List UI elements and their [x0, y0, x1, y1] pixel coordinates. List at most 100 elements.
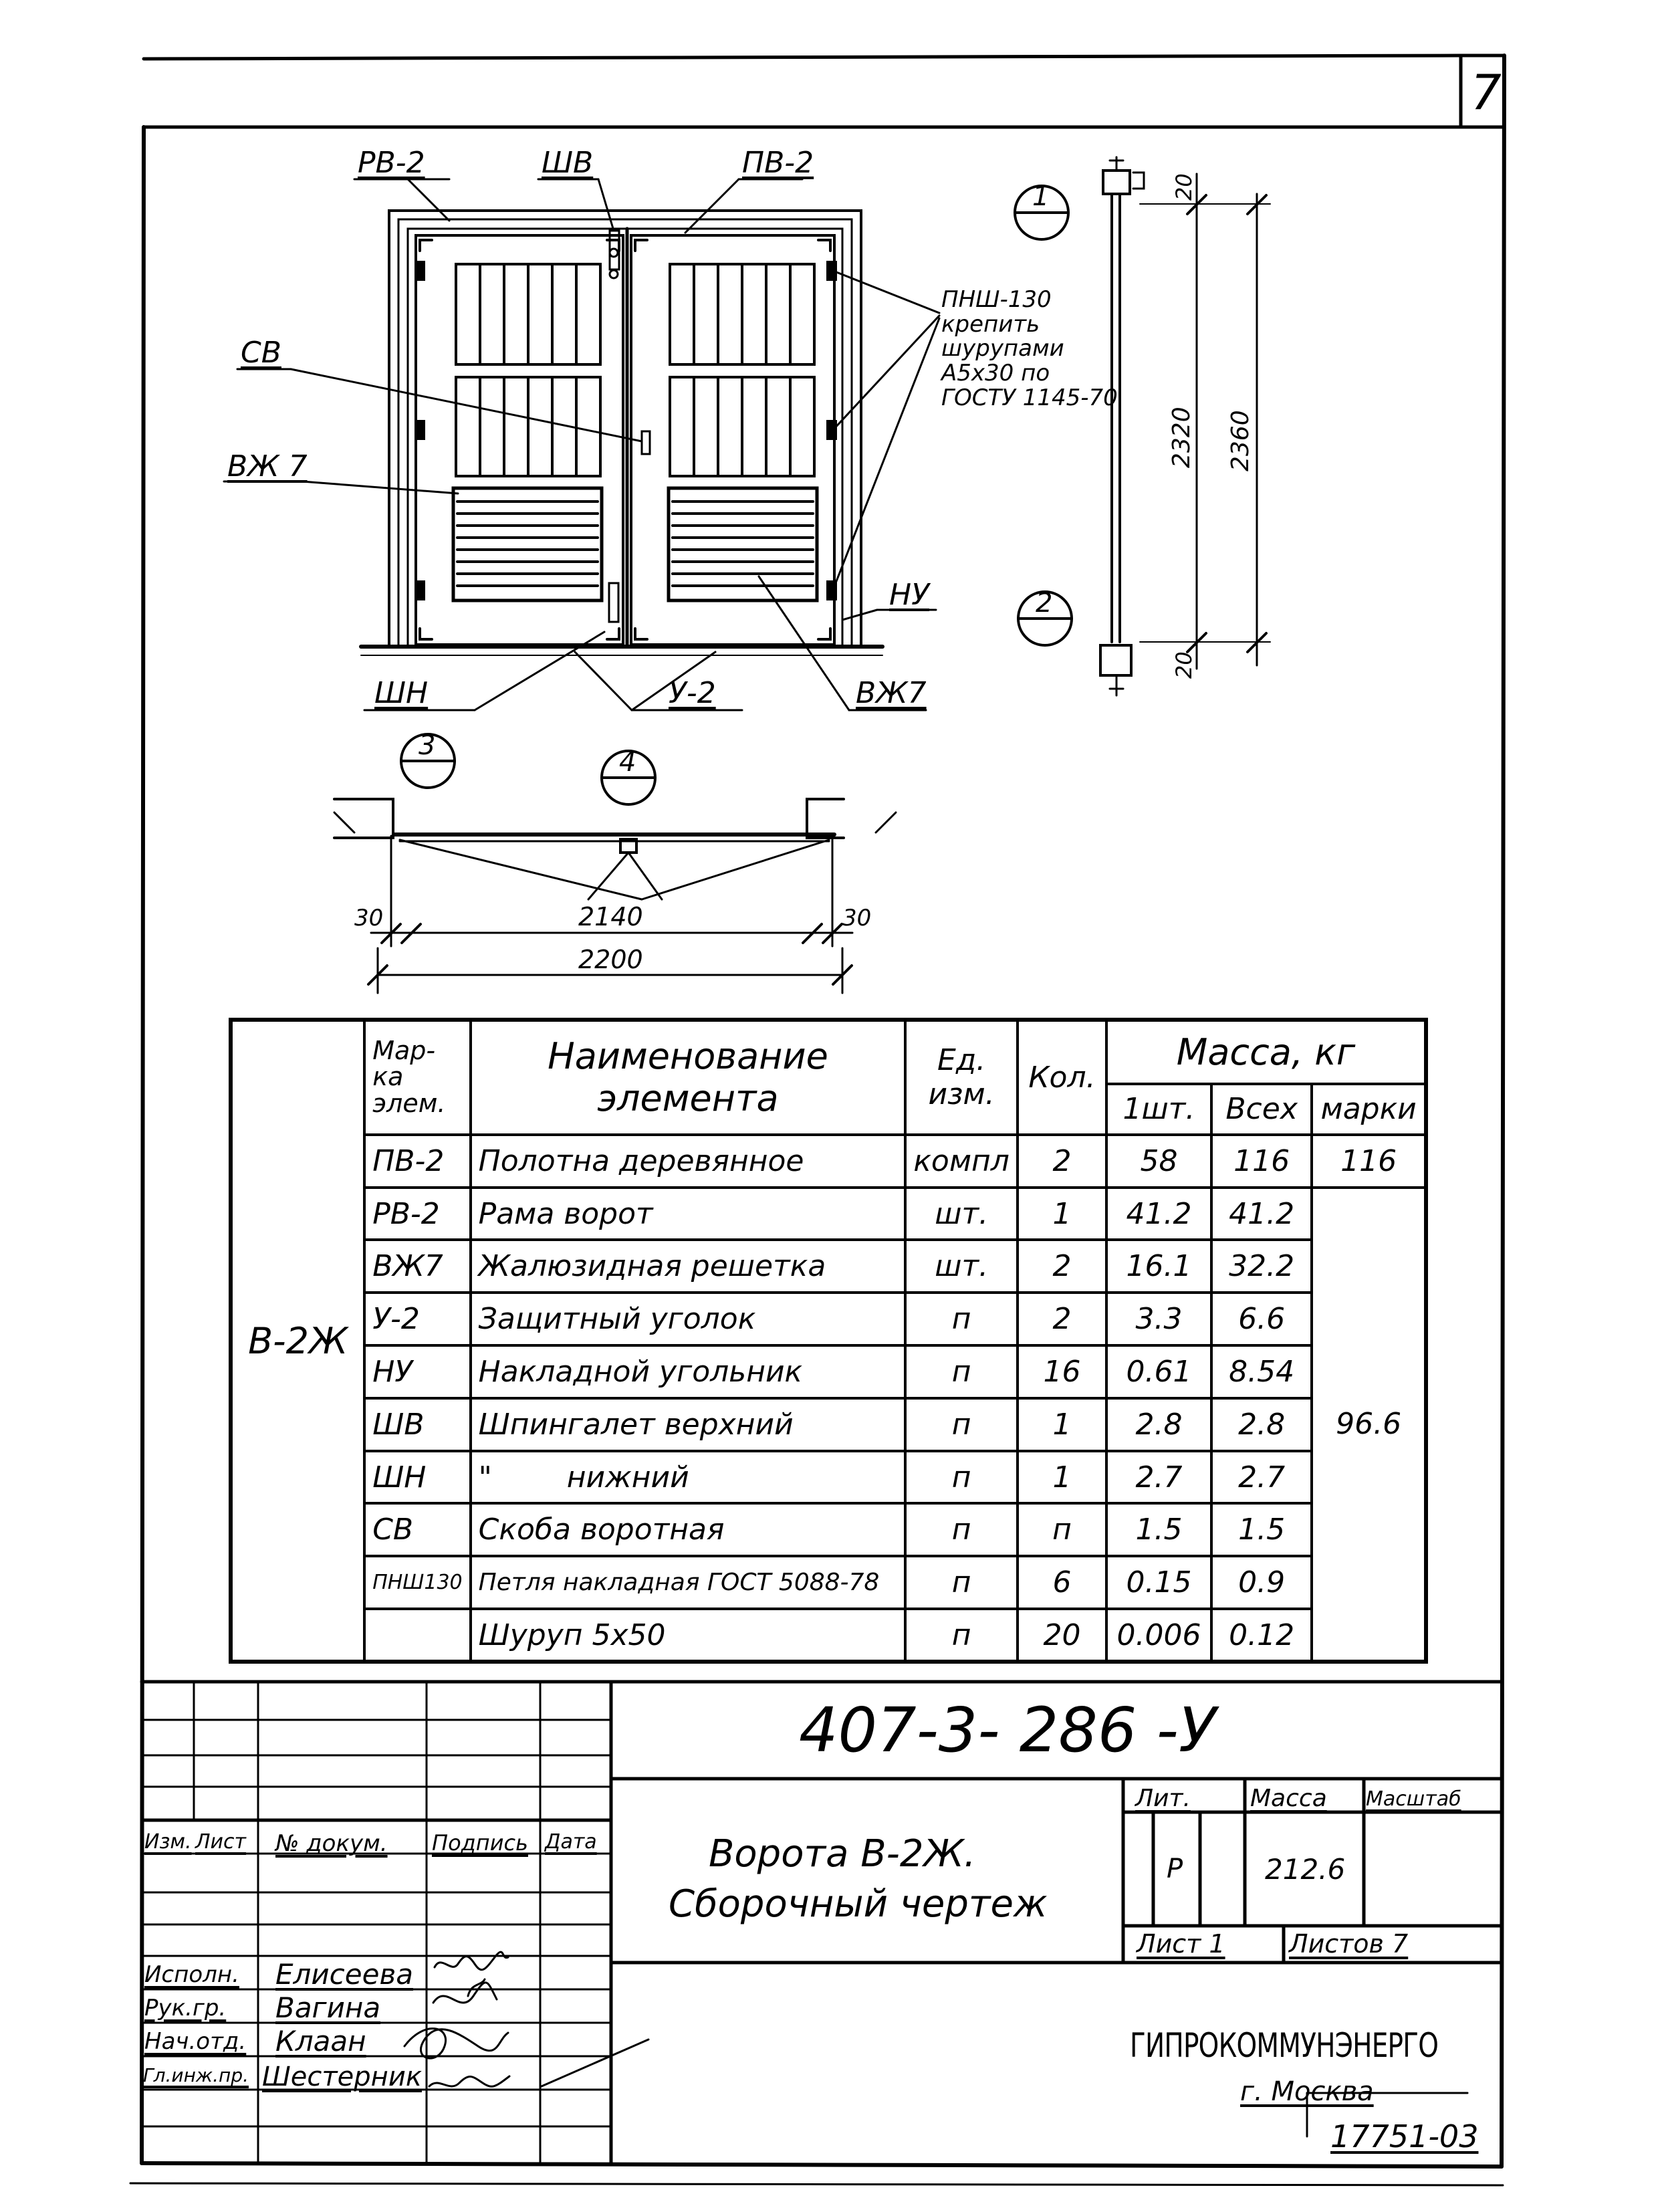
section-mark-1: 1	[1032, 181, 1050, 212]
cell-name: Рама ворот	[469, 1186, 907, 1242]
table-row: РВ-2 Рама ворот шт. 1 41.2 41.2 96.6	[231, 1186, 1427, 1664]
dim-outer: 2360	[1227, 410, 1254, 471]
header-mark: Мар- ка элем.	[363, 1018, 472, 1136]
col-list: Лист	[195, 1830, 247, 1854]
cell-qty: 2	[1016, 1133, 1108, 1189]
scale-label: Масштаб	[1366, 1787, 1461, 1811]
cell-one: 0.61	[1104, 1344, 1213, 1400]
cell-all: 1.5	[1209, 1502, 1314, 1558]
header-mass-one: 1шт.	[1104, 1083, 1213, 1136]
cell-mark	[363, 1608, 472, 1663]
cell-unit: п	[904, 1449, 1019, 1505]
label-pv2: ПВ-2	[742, 146, 814, 180]
section-mark-2: 2	[1036, 588, 1053, 619]
name-nach: Клаан	[275, 2025, 366, 2058]
lit-value: Р	[1167, 1854, 1183, 1884]
table-row: ВЖ7 Жалюзидная решетка шт. 2 16.1 32.2	[231, 1238, 1426, 1295]
dim-2140: 2140	[578, 902, 643, 931]
title-line-2: Сборочный чертеж	[669, 1882, 1048, 1926]
cell-unit: п	[904, 1608, 1019, 1663]
cell-mark: ШВ	[363, 1396, 472, 1452]
role-ispoln: Исполн.	[144, 1961, 239, 1988]
cell-mark: СВ	[363, 1502, 472, 1558]
archive-number: 17751-03	[1330, 2118, 1479, 2154]
cell-one: 2.8	[1104, 1396, 1213, 1452]
cell-unit: шт.	[904, 1186, 1019, 1242]
cell-one: 0.006	[1104, 1608, 1213, 1663]
table-row: ПВ-2 Полотна деревянное компл 2 58 116 1…	[231, 1133, 1427, 1189]
cell-name: Полотна деревянное	[469, 1133, 907, 1189]
plan-mark-3: 3	[419, 730, 436, 761]
cell-one: 1.5	[1104, 1502, 1213, 1558]
hinge-note: ПНШ-130 крепить шурупами А5х30 по ГОСТУ …	[941, 288, 1118, 411]
table-row: ПНШ130 Петля накладная ГОСТ 5088-78 п 6 …	[231, 1555, 1426, 1611]
doc-code: 407-3- 286 -У	[799, 1694, 1216, 1766]
cell-qty: 1	[1016, 1186, 1108, 1242]
cell-unit: компл	[904, 1133, 1019, 1189]
cell-all: 41.2	[1209, 1186, 1314, 1242]
cell-name: Накладной угольник	[469, 1344, 907, 1400]
cell-name: Шуруп 5х50	[469, 1608, 907, 1663]
cell-unit: п	[904, 1344, 1019, 1400]
dim-left: 30	[354, 905, 384, 931]
note-line: крепить	[941, 310, 1040, 338]
cell-mark: РВ-2	[363, 1186, 472, 1242]
mass-value: 212.6	[1265, 1853, 1346, 1886]
title-line-1: Ворота В-2Ж.	[709, 1832, 976, 1876]
header-qty: Кол.	[1016, 1018, 1108, 1136]
label-shv: ШВ	[542, 146, 594, 180]
col-sign: Подпись	[432, 1830, 528, 1856]
cell-mark: ШН	[363, 1449, 472, 1505]
plan-view	[333, 733, 897, 994]
note-line: ГОСТУ 1145-70	[941, 384, 1118, 411]
role-nach: Нач.отд.	[144, 2028, 247, 2055]
dim-2200: 2200	[578, 945, 643, 974]
header-mass-mark: марки	[1310, 1083, 1427, 1136]
cell-mass-mark: 116	[1310, 1133, 1427, 1189]
signatures	[403, 1951, 650, 2088]
label-shn: ШН	[374, 676, 429, 710]
dim-inner: 2320	[1168, 407, 1195, 468]
sheet-label: Лист 1	[1137, 1929, 1225, 1959]
cell-one: 16.1	[1104, 1238, 1213, 1295]
sheet-number: 7	[1471, 64, 1502, 120]
note-line: А5х30 по	[941, 360, 1050, 387]
cell-qty: 1	[1016, 1396, 1108, 1452]
cell-mark: У-2	[363, 1291, 472, 1347]
col-doc: № докум.	[275, 1830, 388, 1857]
cell-qty: 6	[1016, 1555, 1108, 1611]
mass-label: Масса	[1250, 1785, 1327, 1812]
name-gl: Шестерник	[262, 2062, 422, 2092]
table-row: ШН " нижний п 1 2.7 2.7	[231, 1449, 1426, 1505]
cell-qty: 2	[1016, 1291, 1108, 1347]
table-row: ШВ Шпингалет верхний п 1 2.8 2.8	[231, 1396, 1426, 1452]
cell-name: Шпингалет верхний	[469, 1396, 907, 1452]
leader-lines	[223, 178, 941, 711]
cell-name: Жалюзидная решетка	[469, 1238, 907, 1295]
cell-unit: шт.	[904, 1238, 1019, 1295]
cell-qty: 20	[1016, 1608, 1108, 1663]
cell-unit: п	[904, 1502, 1019, 1558]
org-name: ГИПРОКОММУНЭНЕРГО	[1130, 2026, 1439, 2065]
section-view	[1014, 156, 1271, 697]
note-line: ПНШ-130	[941, 286, 1052, 313]
label-vzh7-left: ВЖ 7	[227, 449, 308, 483]
cell-all: 0.9	[1209, 1555, 1314, 1611]
group-mark: В-2Ж	[248, 1319, 348, 1362]
cell-all: 116	[1209, 1133, 1314, 1189]
cell-unit: п	[904, 1291, 1019, 1347]
role-ruk: Рук.гр.	[144, 1995, 227, 2021]
cell-unit: п	[904, 1396, 1019, 1452]
cell-mark: ВЖ7	[363, 1238, 472, 1295]
group-mark-cell: В-2Ж	[229, 1018, 366, 1663]
cell-qty: 2	[1016, 1238, 1108, 1295]
cell-mass-mark: 96.6	[1310, 1186, 1427, 1664]
cell-qty: п	[1016, 1502, 1108, 1558]
col-izm: Изм.	[144, 1830, 192, 1854]
cell-mark: ПВ-2	[363, 1133, 472, 1189]
gate-elevation	[359, 209, 884, 656]
cell-all: 0.12	[1209, 1608, 1314, 1663]
label-rv2: РВ-2	[358, 146, 425, 180]
cell-name: Защитный уголок	[469, 1291, 907, 1347]
